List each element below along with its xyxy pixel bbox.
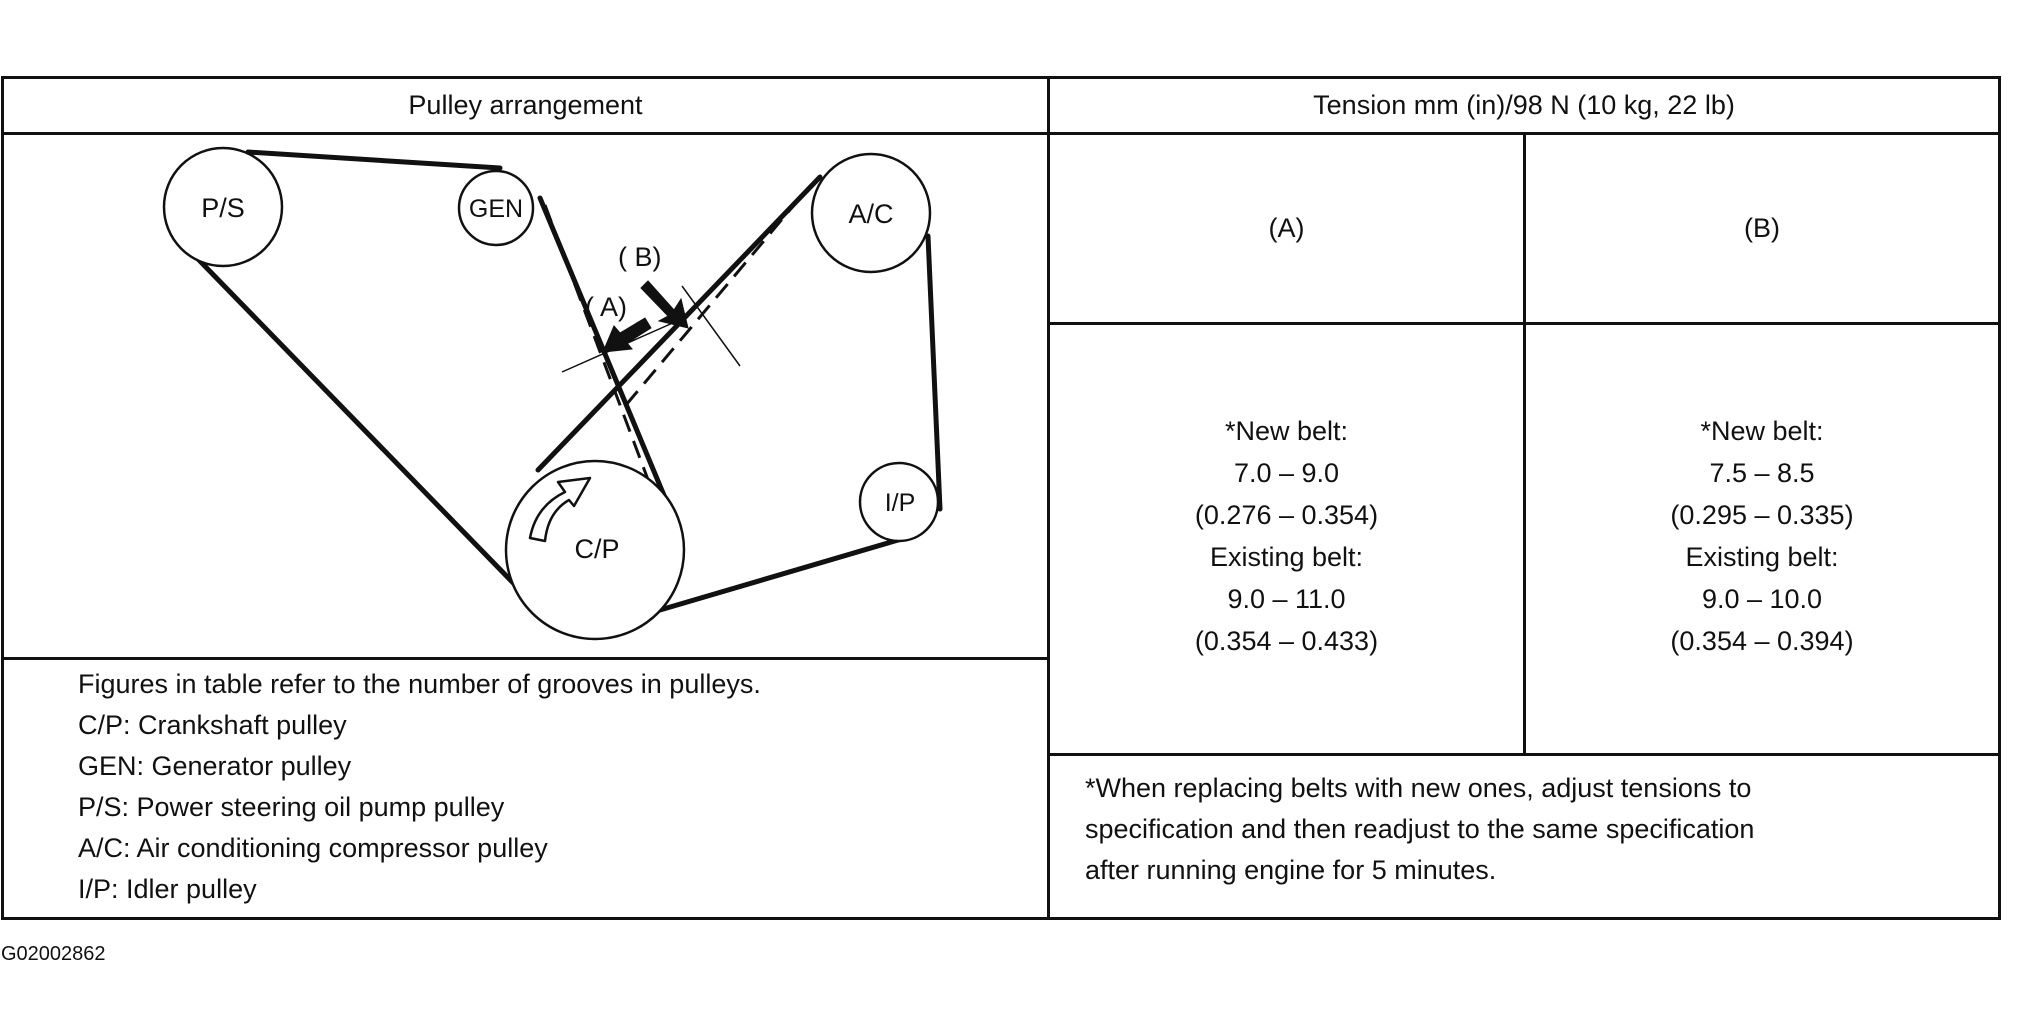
ac-pulley xyxy=(810,152,932,274)
arrow-a-icon xyxy=(602,317,652,353)
spec-a-existing-mm: 9.0 – 11.0 xyxy=(1227,584,1346,614)
spec-column-a: *New belt: 7.0 – 9.0 (0.276 – 0.354) Exi… xyxy=(1050,410,1523,662)
center-divider xyxy=(1047,76,1050,920)
ps-label: P/S xyxy=(201,193,245,223)
ab-header-divider xyxy=(1047,322,2001,325)
legend-ps: P/S: Power steering oil pump pulley xyxy=(78,792,505,822)
spec-a-existing-in: (0.354 – 0.433) xyxy=(1194,626,1379,656)
column-a-header: (A) xyxy=(1268,213,1305,244)
belt-dashed xyxy=(543,185,812,486)
ps-pulley xyxy=(162,146,284,268)
legend-divider xyxy=(1,657,1050,660)
spec-column-b: *New belt: 7.5 – 8.5 (0.295 – 0.335) Exi… xyxy=(1526,410,1998,662)
pulley-arrangement-diagram: P/S GEN A/C I/P C/P ( B) ( A) xyxy=(162,146,943,641)
note-line-1: *When replacing belts with new ones, adj… xyxy=(1085,773,1752,803)
note-line-2: specification and then readjust to the s… xyxy=(1085,814,1755,844)
spec-b-new-in: (0.295 – 0.335) xyxy=(1670,500,1854,530)
spec-a-new-label: *New belt: xyxy=(1224,416,1349,446)
legend-cp: C/P: Crankshaft pulley xyxy=(78,710,347,740)
rotation-arrow-icon xyxy=(528,476,592,543)
spec-b-existing-in: (0.354 – 0.394) xyxy=(1670,626,1854,656)
column-b-header: (B) xyxy=(1744,213,1780,244)
header-divider xyxy=(1,132,2001,135)
legend-ac: A/C: Air conditioning compressor pulley xyxy=(78,833,548,863)
cp-label: C/P xyxy=(574,534,619,564)
gen-label: GEN xyxy=(469,195,523,223)
tension-table xyxy=(1,76,2001,920)
tension-header: Tension mm (in)/98 N (10 kg, 22 lb) xyxy=(1313,90,1735,121)
spec-b-existing-mm: 9.0 – 10.0 xyxy=(1701,584,1823,614)
legend-intro: Figures in table refer to the number of … xyxy=(78,669,761,699)
pulley-legend: Figures in table refer to the number of … xyxy=(78,664,761,910)
spec-b-new-mm: 7.5 – 8.5 xyxy=(1709,458,1815,488)
spec-a-new-in: (0.276 – 0.354) xyxy=(1194,500,1379,530)
ac-label: A/C xyxy=(848,199,893,229)
spec-a-existing-label: Existing belt: xyxy=(1209,542,1364,572)
ab-divider xyxy=(1523,132,1526,756)
legend-ip: I/P: Idler pulley xyxy=(78,874,257,904)
pulley-arrangement-header: Pulley arrangement xyxy=(408,90,643,121)
spec-b-new-label: *New belt: xyxy=(1700,416,1824,446)
spec-a-new-mm: 7.0 – 9.0 xyxy=(1233,458,1340,488)
marker-a-label: ( A) xyxy=(585,292,627,322)
note-line-3: after running engine for 5 minutes. xyxy=(1085,855,1497,885)
spec-b-existing-label: Existing belt: xyxy=(1685,542,1839,572)
ip-pulley xyxy=(858,461,940,543)
note-divider xyxy=(1047,753,2001,756)
figure-id: G02002862 xyxy=(1,943,106,965)
ip-label: I/P xyxy=(885,489,916,517)
replacement-note: *When replacing belts with new ones, adj… xyxy=(1085,768,1985,891)
legend-gen: GEN: Generator pulley xyxy=(78,751,352,781)
gen-pulley xyxy=(457,169,535,247)
arrow-b-icon xyxy=(640,280,689,329)
marker-b-label: ( B) xyxy=(618,242,662,272)
